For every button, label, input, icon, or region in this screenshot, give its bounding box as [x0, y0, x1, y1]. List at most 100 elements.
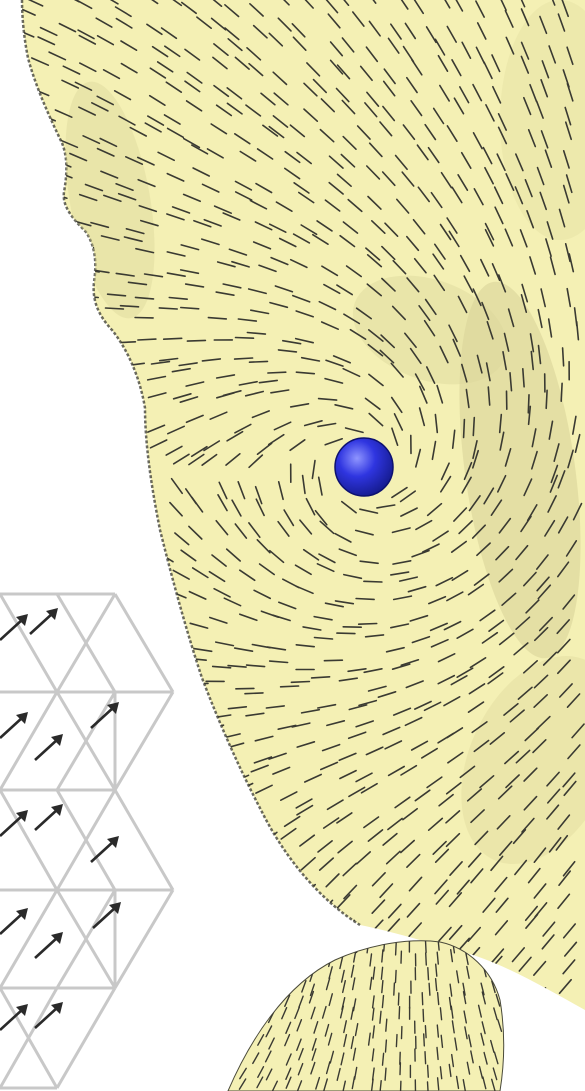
direction-field-stroke	[532, 986, 547, 1003]
direction-field-stroke	[391, 527, 411, 534]
direction-field-stroke	[127, 281, 148, 286]
direction-field-stroke	[279, 685, 300, 688]
direction-field-stroke	[433, 243, 446, 260]
direction-field-stroke	[239, 613, 258, 622]
direction-field-stroke	[483, 61, 493, 80]
direction-field-stroke	[440, 171, 453, 189]
direction-field-stroke	[389, 571, 410, 576]
direction-field-stroke	[96, 34, 115, 46]
direction-field-stroke	[524, 905, 539, 922]
direction-field-stroke	[211, 751, 231, 760]
direction-field-stroke	[142, 983, 158, 998]
direction-field-stroke	[436, 384, 444, 404]
direction-field-stroke	[527, 129, 537, 148]
direction-field-stroke	[22, 39, 24, 48]
direction-field-stroke	[204, 796, 222, 808]
direction-field-stroke	[469, 656, 487, 669]
direction-field-stroke	[343, 313, 361, 325]
direction-field-stroke	[566, 82, 574, 102]
direction-field-stroke	[432, 840, 447, 856]
direction-field-stroke	[367, 829, 384, 842]
direction-field-stroke	[520, 515, 532, 533]
direction-field-stroke	[348, 786, 366, 798]
direction-field-stroke	[313, 636, 334, 640]
direction-field-stroke	[336, 0, 350, 6]
direction-field-stroke	[509, 709, 525, 723]
direction-field-stroke	[446, 125, 458, 142]
direction-field-stroke	[22, 302, 37, 307]
direction-field-stroke	[166, 272, 186, 278]
direction-field-stroke	[77, 29, 95, 40]
direction-field-stroke	[285, 1021, 292, 1035]
direction-field-stroke	[421, 992, 424, 1006]
direction-field-stroke	[78, 313, 99, 317]
direction-field-stroke	[39, 26, 58, 37]
direction-field-stroke	[75, 0, 93, 10]
direction-field-stroke	[327, 13, 341, 29]
direction-field-stroke	[483, 1051, 488, 1065]
direction-field-stroke	[564, 243, 571, 263]
direction-field-stroke	[22, 392, 36, 397]
shoulder-surface	[227, 940, 505, 1091]
direction-field-stroke	[180, 244, 200, 251]
direction-field-stroke	[172, 392, 192, 400]
direction-field-stroke	[275, 201, 293, 212]
direction-field-stroke	[190, 979, 205, 995]
direction-field-stroke	[418, 385, 428, 404]
direction-field-stroke	[367, 343, 384, 357]
direction-field-stroke	[61, 79, 80, 89]
direction-field-stroke	[427, 146, 440, 164]
direction-field-stroke	[452, 338, 462, 357]
direction-field-stroke	[204, 813, 221, 825]
direction-field-stroke	[425, 366, 436, 385]
direction-field-stroke	[484, 166, 495, 185]
direction-field-stroke	[437, 940, 440, 951]
direction-field-stroke	[477, 1004, 482, 1018]
direction-field-stroke	[180, 549, 197, 562]
direction-field-stroke	[256, 148, 274, 160]
direction-field-stroke	[497, 1019, 503, 1033]
direction-field-stroke	[339, 769, 357, 780]
direction-field-stroke	[217, 493, 228, 512]
direction-field-stroke	[364, 397, 381, 411]
direction-field-stroke	[379, 349, 395, 364]
direction-field-stroke	[123, 236, 143, 243]
direction-field-stroke	[255, 498, 265, 517]
direction-field-stroke	[450, 949, 454, 963]
direction-field-stroke	[340, 919, 356, 935]
direction-field-stroke	[285, 1076, 292, 1089]
direction-field-stroke	[438, 793, 454, 807]
direction-field-stroke	[347, 667, 367, 673]
direction-field-stroke	[273, 92, 289, 106]
direction-field-stroke	[571, 415, 577, 435]
direction-field-stroke	[91, 458, 110, 467]
direction-field-stroke	[461, 41, 472, 60]
direction-field-stroke	[161, 616, 181, 623]
direction-field-stroke	[213, 84, 230, 98]
direction-field-stroke	[368, 142, 383, 158]
direction-field-stroke	[572, 502, 583, 521]
direction-field-stroke	[404, 22, 417, 40]
direction-field-stroke	[150, 797, 167, 810]
direction-field-stroke	[385, 850, 401, 865]
direction-field-stroke	[267, 965, 275, 978]
direction-field-stroke	[58, 269, 79, 275]
direction-field-stroke	[480, 1032, 485, 1046]
direction-field-stroke	[359, 560, 379, 565]
direction-field-stroke	[262, 124, 279, 137]
direction-field-stroke	[537, 308, 543, 329]
direction-field-stroke	[215, 374, 236, 379]
direction-field-stroke	[423, 701, 442, 712]
direction-field-stroke	[151, 45, 169, 58]
direction-field-stroke	[393, 982, 396, 996]
direction-field-stroke	[318, 553, 336, 564]
direction-field-stroke	[215, 104, 233, 117]
direction-field-stroke	[381, 171, 396, 187]
direction-field-stroke	[455, 1075, 460, 1090]
direction-field-stroke	[113, 412, 133, 419]
direction-field-stroke	[472, 439, 478, 460]
direction-field-stroke	[297, 965, 303, 979]
direction-field-stroke	[279, 791, 298, 802]
head-surface	[20, 0, 585, 1010]
direction-field-stroke	[22, 546, 26, 551]
